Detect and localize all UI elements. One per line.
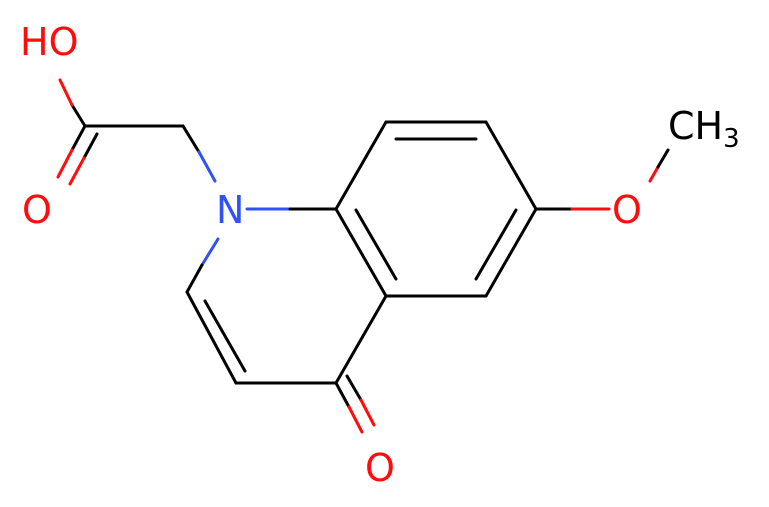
bond-o-ch3-red [648, 165, 660, 183]
bond-ch2-n-black [181, 124, 201, 154]
bond-n-c2-blue [200, 237, 220, 267]
bond-c6-c5 [484, 207, 538, 298]
acid-carbonyl-oxygen-label: O [22, 188, 52, 232]
methoxy-oxygen-label: O [612, 188, 642, 232]
bond-c4-o-1-black [334, 381, 351, 409]
ring-nitrogen-label: N [216, 188, 244, 232]
bond-c2-c3 [185, 290, 238, 385]
methyl-subscript: 3 [723, 124, 740, 154]
ketone-oxygen-label: O [365, 446, 395, 490]
bond-c4-c4a [334, 294, 388, 385]
bond-c7-c6 [484, 120, 538, 211]
hydroxyl-label: HO [20, 20, 78, 64]
bond-c8a-c4a-inner [354, 208, 398, 281]
bond-acid-c-o-double-2-black [82, 132, 99, 160]
bond-c8a-c8 [334, 120, 388, 211]
benzene-ring [334, 120, 538, 298]
methyl-main-text: CH [668, 104, 723, 148]
bond-ch2-n-blue [197, 150, 217, 183]
bond-acid-c-o-double-1-red [56, 148, 74, 179]
bond-acid-c-oh-black [70, 103, 87, 128]
bond-c4-o-2-black [345, 374, 363, 402]
bond-c2-c3-inner [203, 299, 247, 373]
bond-acid-c-o-double-2-red [68, 156, 86, 186]
bond-c4-o-2-red [359, 398, 376, 427]
bond-c8a-c4a [334, 207, 388, 298]
bond-o-ch3-black [656, 148, 670, 169]
methyl-label: CH3 [668, 104, 740, 154]
bond-c4-o-1-red [347, 405, 364, 434]
methoxy-group [534, 148, 670, 211]
bond-n-c2-black [185, 263, 204, 294]
bond-c6-c5-inner [474, 208, 518, 281]
bond-acid-c-o-double-1-black [70, 124, 87, 152]
pyridinone-ring [185, 207, 388, 434]
bond-acid-c-oh-red [58, 78, 74, 107]
carboxylic-acid-group [56, 78, 217, 186]
